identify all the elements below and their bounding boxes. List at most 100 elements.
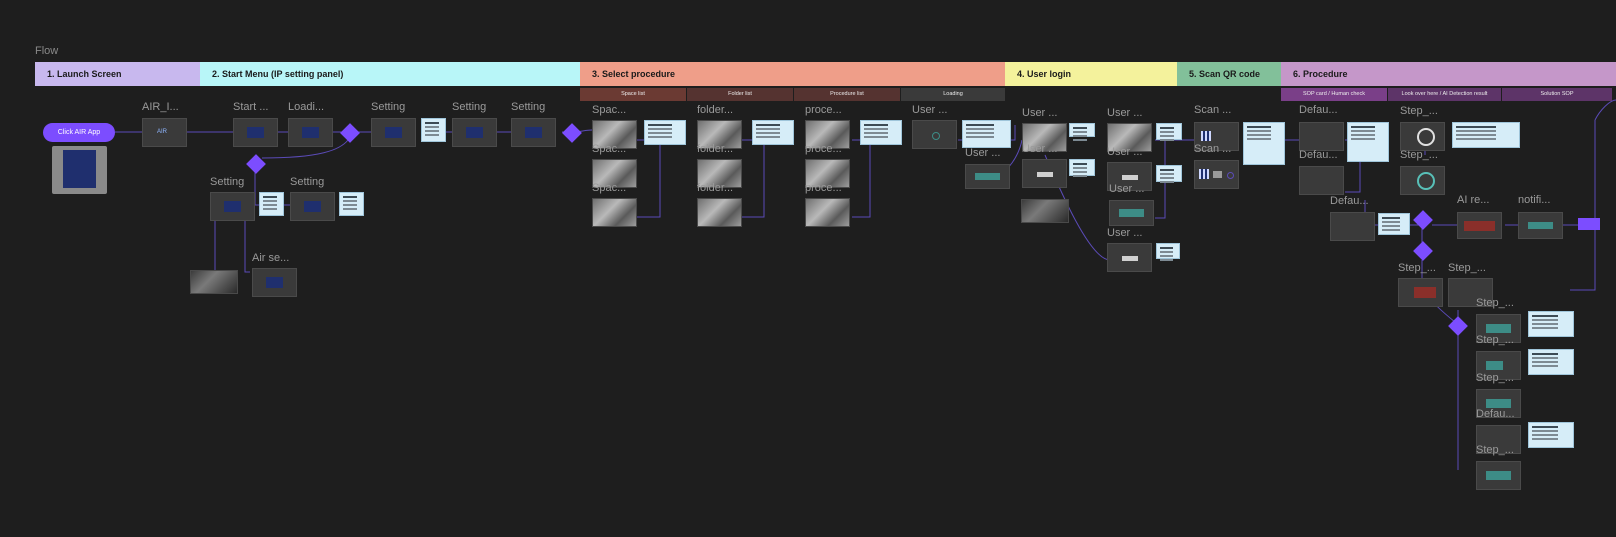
loading-frame[interactable] [912, 120, 957, 149]
loading-frame[interactable] [288, 118, 333, 147]
frame-label: AI re... [1457, 194, 1490, 206]
keyboard-photo[interactable] [1021, 199, 1069, 223]
user-login-frame[interactable] [1022, 123, 1067, 152]
note-card[interactable] [1452, 122, 1520, 148]
user-login-frame[interactable] [1107, 123, 1152, 152]
frame-label: Step_... [1448, 262, 1486, 274]
note-card[interactable] [1156, 123, 1182, 140]
setting-frame[interactable] [452, 118, 497, 147]
setting-frame[interactable] [210, 192, 255, 221]
step-frame[interactable] [1476, 461, 1521, 490]
note-card[interactable] [1528, 422, 1574, 448]
subsection-loading[interactable]: Loading [901, 88, 1005, 101]
subsection-procedure-list[interactable]: Procedure list [794, 88, 900, 101]
frame-label: User ... [1109, 183, 1145, 195]
note-card[interactable] [1156, 243, 1180, 259]
frame-label: folder... [697, 143, 734, 155]
note-card[interactable] [1243, 122, 1285, 165]
note-card[interactable] [1378, 213, 1410, 235]
start-menu-frame[interactable] [233, 118, 278, 147]
procedure-list-frame[interactable] [805, 120, 850, 149]
frame-label: Step_... [1400, 105, 1438, 117]
frame-label: Loadi... [288, 101, 325, 113]
note-card[interactable] [421, 118, 446, 142]
section-scan-qr-code[interactable]: 5. Scan QR code [1177, 62, 1281, 86]
note-card[interactable] [1528, 349, 1574, 375]
space-list-frame[interactable] [592, 198, 637, 227]
step-frame[interactable] [1448, 278, 1493, 307]
default-frame[interactable] [1330, 212, 1375, 241]
scan-qr-frame[interactable] [1194, 160, 1239, 189]
section-procedure[interactable]: 6. Procedure [1281, 62, 1616, 86]
note-card[interactable] [1069, 159, 1095, 176]
ai-result-frame[interactable] [1457, 212, 1502, 239]
note-card[interactable] [259, 192, 284, 216]
frame-label: Setting [371, 101, 406, 113]
user-login-frame[interactable] [1022, 159, 1067, 188]
step-frame[interactable] [1476, 389, 1521, 418]
frame-label: User ... [912, 104, 948, 116]
folder-list-frame[interactable] [697, 198, 742, 227]
default-frame[interactable] [1299, 122, 1344, 151]
user-login-frame[interactable] [1109, 200, 1154, 226]
section-select-procedure[interactable]: 3. Select procedure [580, 62, 1005, 86]
folder-list-frame[interactable] [697, 120, 742, 149]
user-login-frame[interactable] [1107, 162, 1152, 191]
frame-label: Air se... [252, 252, 290, 264]
air-logo-frame[interactable]: AIR [142, 118, 187, 147]
step-frame[interactable] [1398, 278, 1443, 307]
section-start-menu[interactable]: 2. Start Menu (IP setting panel) [200, 62, 580, 86]
note-card[interactable] [860, 120, 902, 145]
setting-frame[interactable] [290, 192, 335, 221]
user-login-frame[interactable] [965, 164, 1010, 189]
frame-label: AIR_I... [142, 101, 179, 113]
frame-label: Spac... [592, 104, 627, 116]
space-list-frame[interactable] [592, 159, 637, 188]
subsection-sop-card[interactable]: SOP card / Human check [1281, 88, 1387, 101]
section-launch-screen[interactable]: 1. Launch Screen [35, 62, 200, 86]
setting-frame[interactable] [511, 118, 556, 147]
frame-label: proce... [805, 182, 842, 194]
air-settings-frame[interactable] [252, 268, 297, 297]
procedure-list-frame[interactable] [805, 198, 850, 227]
frame-label: Setting [511, 101, 546, 113]
procedure-list-frame[interactable] [805, 159, 850, 188]
click-air-app-button[interactable]: Click AIR App [43, 123, 115, 142]
setting-frame[interactable] [371, 118, 416, 147]
section-user-login[interactable]: 4. User login [1005, 62, 1177, 86]
step-frame[interactable] [1476, 351, 1521, 380]
frame-label: Setting [290, 176, 325, 188]
scan-qr-frame[interactable] [1194, 122, 1239, 151]
default-frame[interactable] [1299, 166, 1344, 195]
subsection-space-list[interactable]: Space list [580, 88, 686, 101]
launch-app-thumbnail[interactable] [52, 146, 107, 194]
frame-label: Scan ... [1194, 104, 1232, 116]
frame-label: Defau... [1476, 408, 1515, 420]
frame-label: Step_... [1476, 372, 1514, 384]
note-card[interactable] [1156, 165, 1182, 182]
note-card[interactable] [339, 192, 364, 216]
step-frame[interactable] [1476, 314, 1521, 343]
note-card[interactable] [962, 120, 1011, 148]
subsection-look-over-here[interactable]: Look over here / AI Detection result [1388, 88, 1501, 101]
default-frame[interactable] [1476, 425, 1521, 454]
note-card[interactable] [1347, 122, 1389, 162]
note-card[interactable] [752, 120, 794, 145]
frame-label: User ... [1107, 227, 1143, 239]
frame-label: folder... [697, 182, 734, 194]
frame-label: User ... [1022, 107, 1058, 119]
notification-frame[interactable] [1518, 212, 1563, 239]
folder-list-frame[interactable] [697, 159, 742, 188]
user-login-frame[interactable] [1107, 243, 1152, 272]
next-node[interactable] [1578, 218, 1600, 230]
frame-label: Step_... [1476, 297, 1514, 309]
keyboard-photo[interactable] [190, 270, 238, 294]
note-card[interactable] [644, 120, 686, 145]
note-card[interactable] [1528, 311, 1574, 337]
subsection-solution-sop[interactable]: Solution SOP [1502, 88, 1612, 101]
space-list-frame[interactable] [592, 120, 637, 149]
note-card[interactable] [1069, 123, 1095, 137]
step-frame[interactable] [1400, 166, 1445, 195]
subsection-folder-list[interactable]: Folder list [687, 88, 793, 101]
step-frame[interactable] [1400, 122, 1445, 151]
